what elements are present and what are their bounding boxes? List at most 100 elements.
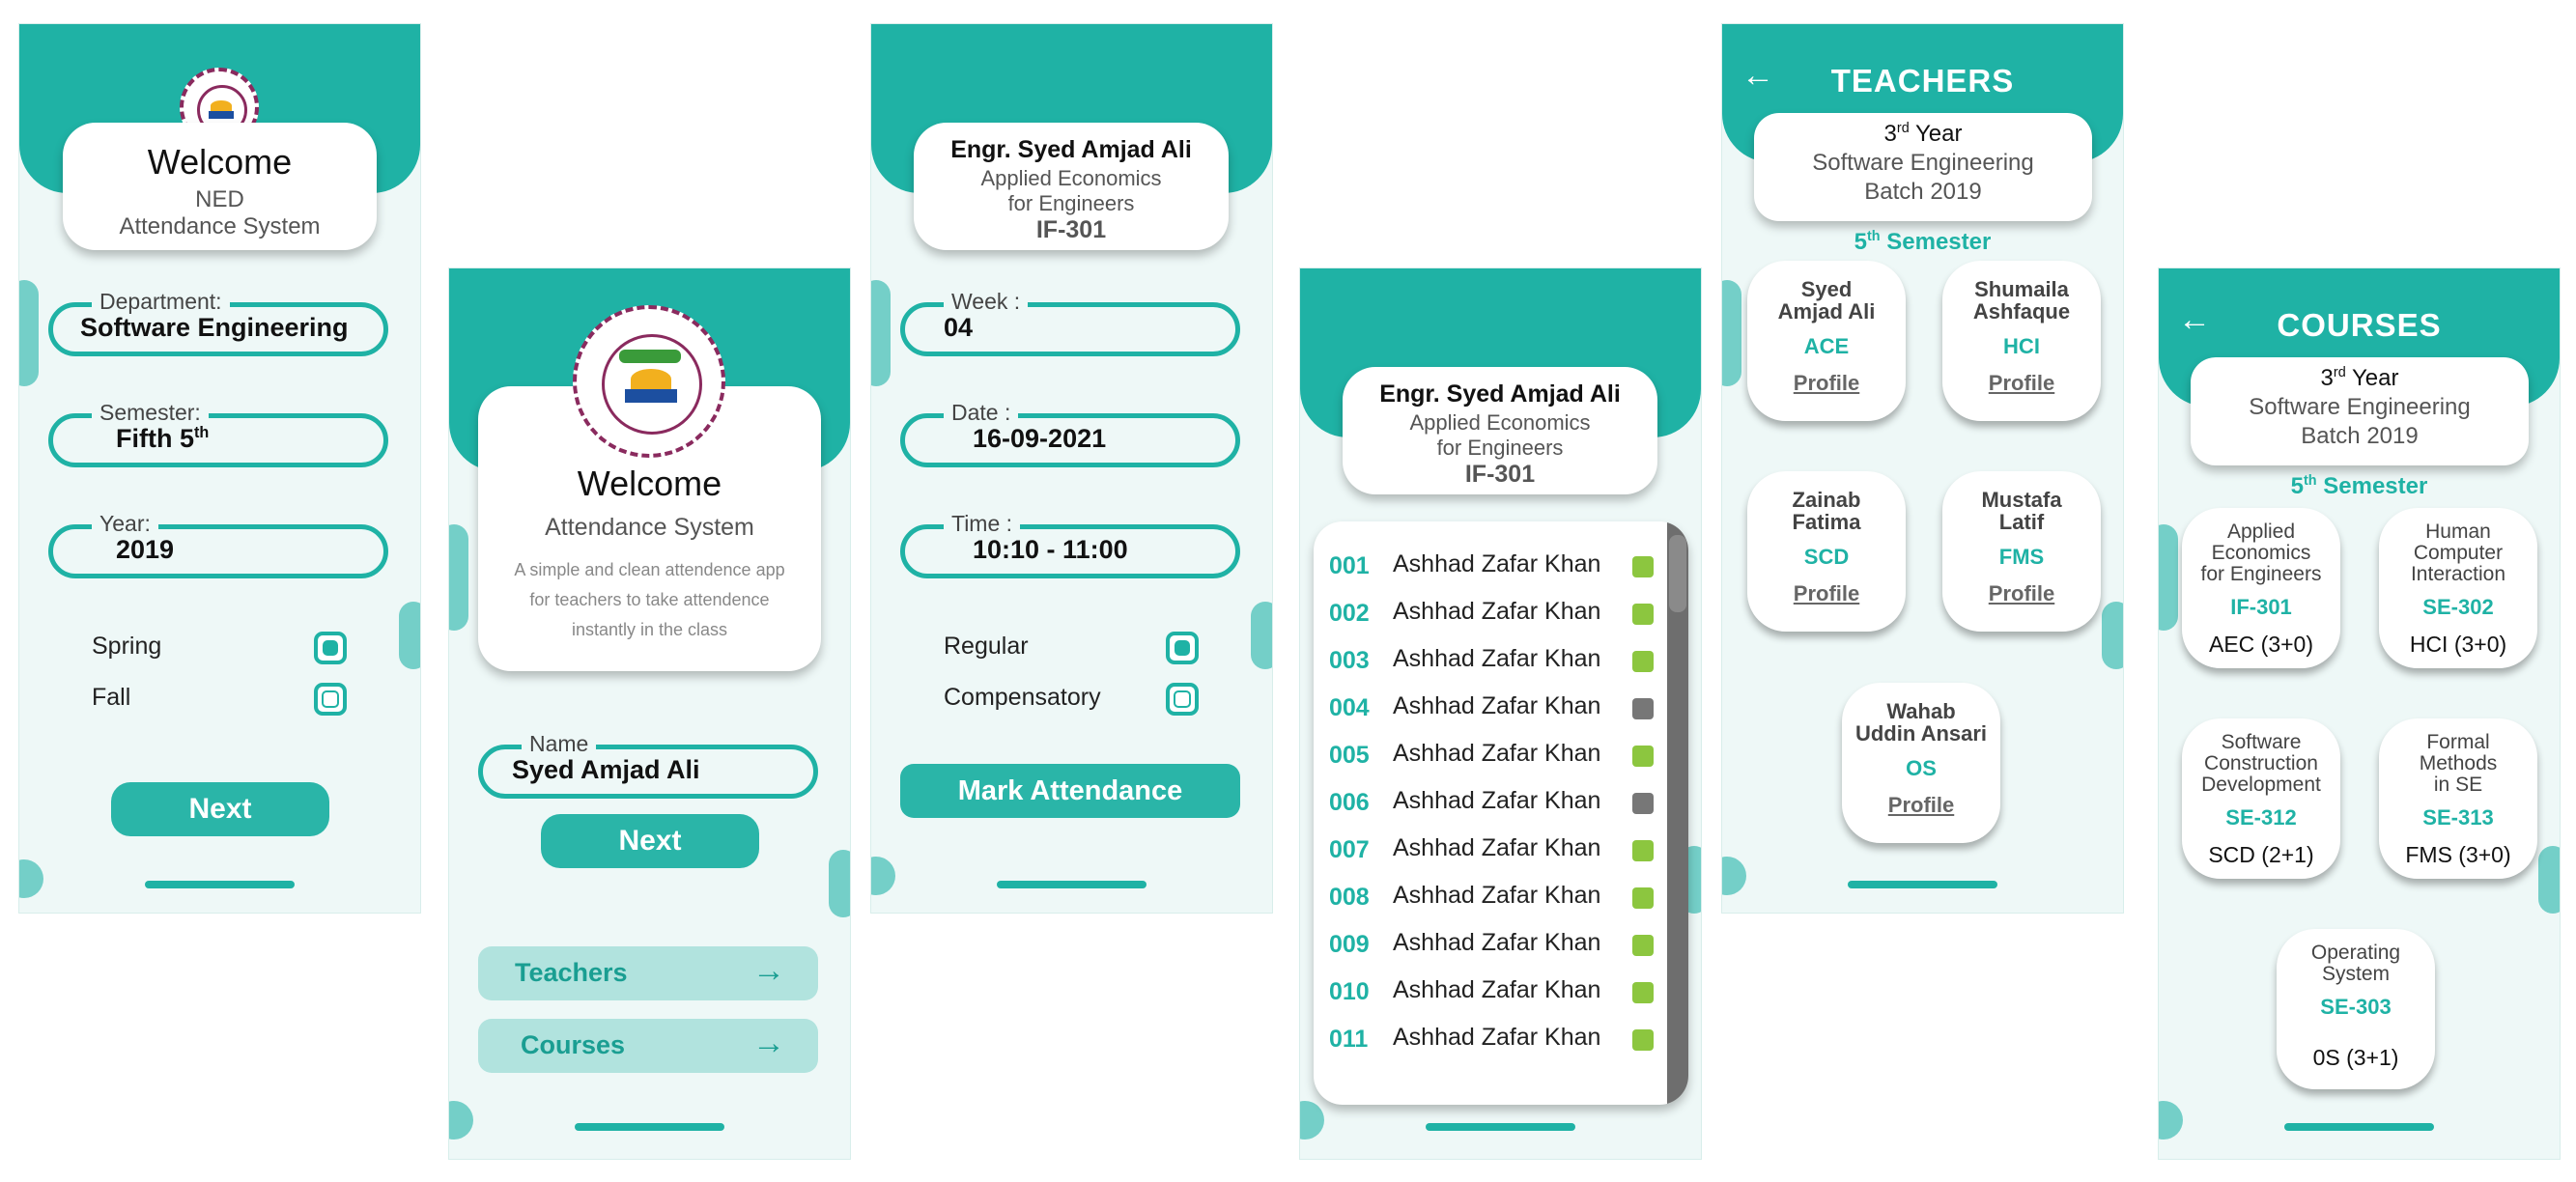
week-label: Week : <box>944 289 1029 315</box>
back-arrow-icon[interactable]: ← <box>2178 301 2211 338</box>
decor-blob <box>1722 280 1741 386</box>
fall-checkbox[interactable] <box>314 683 347 716</box>
next-button[interactable]: Next <box>541 814 759 868</box>
teacher-course-code: ACE <box>1803 334 1850 358</box>
department-field[interactable]: Department: Software Engineering <box>48 289 388 356</box>
teacher-course-code: HCI <box>2003 334 2040 358</box>
date-label: Date : <box>944 400 1019 426</box>
nav-courses[interactable]: Courses → <box>478 1019 818 1073</box>
present-checkbox[interactable] <box>1632 556 1654 577</box>
week-field[interactable]: Week : 04 <box>900 289 1240 356</box>
student-name: Ashhad Zafar Khan <box>1393 598 1601 625</box>
profile-link[interactable]: Profile <box>1887 793 1955 817</box>
decor-blob <box>449 1101 473 1140</box>
student-name: Ashhad Zafar Khan <box>1393 929 1601 956</box>
present-checkbox[interactable] <box>1632 887 1654 909</box>
year-field[interactable]: Year: 2019 <box>48 511 388 578</box>
present-checkbox[interactable] <box>1632 651 1654 672</box>
present-checkbox[interactable] <box>1632 1029 1654 1051</box>
student-number: 004 <box>1329 694 1370 721</box>
course-code: SE-302 <box>2422 595 2494 619</box>
course-name-line1: Applied Economics <box>1409 410 1591 435</box>
present-checkbox[interactable] <box>1632 840 1654 861</box>
teacher-name: Engr. Syed Amjad Ali <box>950 136 1192 163</box>
decor-blob <box>1251 602 1272 669</box>
decor-blob <box>2159 524 2178 631</box>
home-indicator <box>575 1123 724 1131</box>
back-arrow-icon[interactable]: ← <box>1741 57 1774 94</box>
scrollbar-thumb[interactable] <box>1669 535 1686 612</box>
student-name: Ashhad Zafar Khan <box>1393 692 1601 719</box>
mark-attendance-button[interactable]: Mark Attendance <box>900 764 1240 818</box>
course-code: SE-312 <box>2225 805 2297 830</box>
scrollbar-track[interactable] <box>1667 521 1688 1105</box>
absent-checkbox[interactable] <box>1632 793 1654 814</box>
profile-link[interactable]: Profile <box>1793 581 1860 605</box>
profile-link[interactable]: Profile <box>1988 581 2055 605</box>
year-value: 2019 <box>116 535 175 564</box>
profile-link[interactable]: Profile <box>1793 371 1860 395</box>
semester-field[interactable]: Semester: Fifth 5th <box>48 400 388 467</box>
name-field[interactable]: Name Syed Amjad Ali <box>478 731 818 799</box>
student-number: 009 <box>1329 931 1370 958</box>
decor-blob <box>871 857 895 895</box>
student-row[interactable]: 009 Ashhad Zafar Khan <box>1314 921 1671 969</box>
absent-checkbox[interactable] <box>1632 698 1654 719</box>
home-indicator <box>1426 1123 1575 1131</box>
regular-checkbox[interactable] <box>1166 632 1199 664</box>
date-field[interactable]: Date : 16-09-2021 <box>900 400 1240 467</box>
next-button[interactable]: Next <box>111 782 329 836</box>
teacher-course-code: SCD <box>1803 545 1850 569</box>
date-value: 16-09-2021 <box>973 424 1107 453</box>
student-number: 011 <box>1329 1026 1369 1053</box>
home-indicator <box>997 881 1146 888</box>
course-card: Engr. Syed Amjad Ali Applied Economics f… <box>1343 367 1657 494</box>
home-indicator <box>1848 881 1997 888</box>
student-row[interactable]: 004 Ashhad Zafar Khan <box>1314 685 1671 732</box>
page-title: TEACHERS <box>1830 63 2015 98</box>
present-checkbox[interactable] <box>1632 746 1654 767</box>
week-value: 04 <box>944 313 974 342</box>
nav-teachers[interactable]: Teachers → <box>478 946 818 1000</box>
option-compensatory-label: Compensatory <box>944 684 1101 711</box>
arrow-right-icon: → <box>752 1025 785 1061</box>
profile-link[interactable]: Profile <box>1988 371 2055 395</box>
home-indicator <box>2284 1123 2434 1131</box>
compensatory-checkbox[interactable] <box>1166 683 1199 716</box>
course-code: SE-313 <box>2422 805 2494 830</box>
student-name: Ashhad Zafar Khan <box>1393 645 1601 672</box>
present-checkbox[interactable] <box>1632 935 1654 956</box>
batch-card: 3rd Year Software Engineering Batch 2019 <box>2191 357 2529 465</box>
student-number: 001 <box>1329 552 1370 579</box>
present-checkbox[interactable] <box>1632 982 1654 1003</box>
present-checkbox[interactable] <box>1632 604 1654 625</box>
spring-checkbox[interactable] <box>314 632 347 664</box>
time-field[interactable]: Time : 10:10 - 11:00 <box>900 511 1240 578</box>
decor-blob <box>1300 1101 1324 1140</box>
